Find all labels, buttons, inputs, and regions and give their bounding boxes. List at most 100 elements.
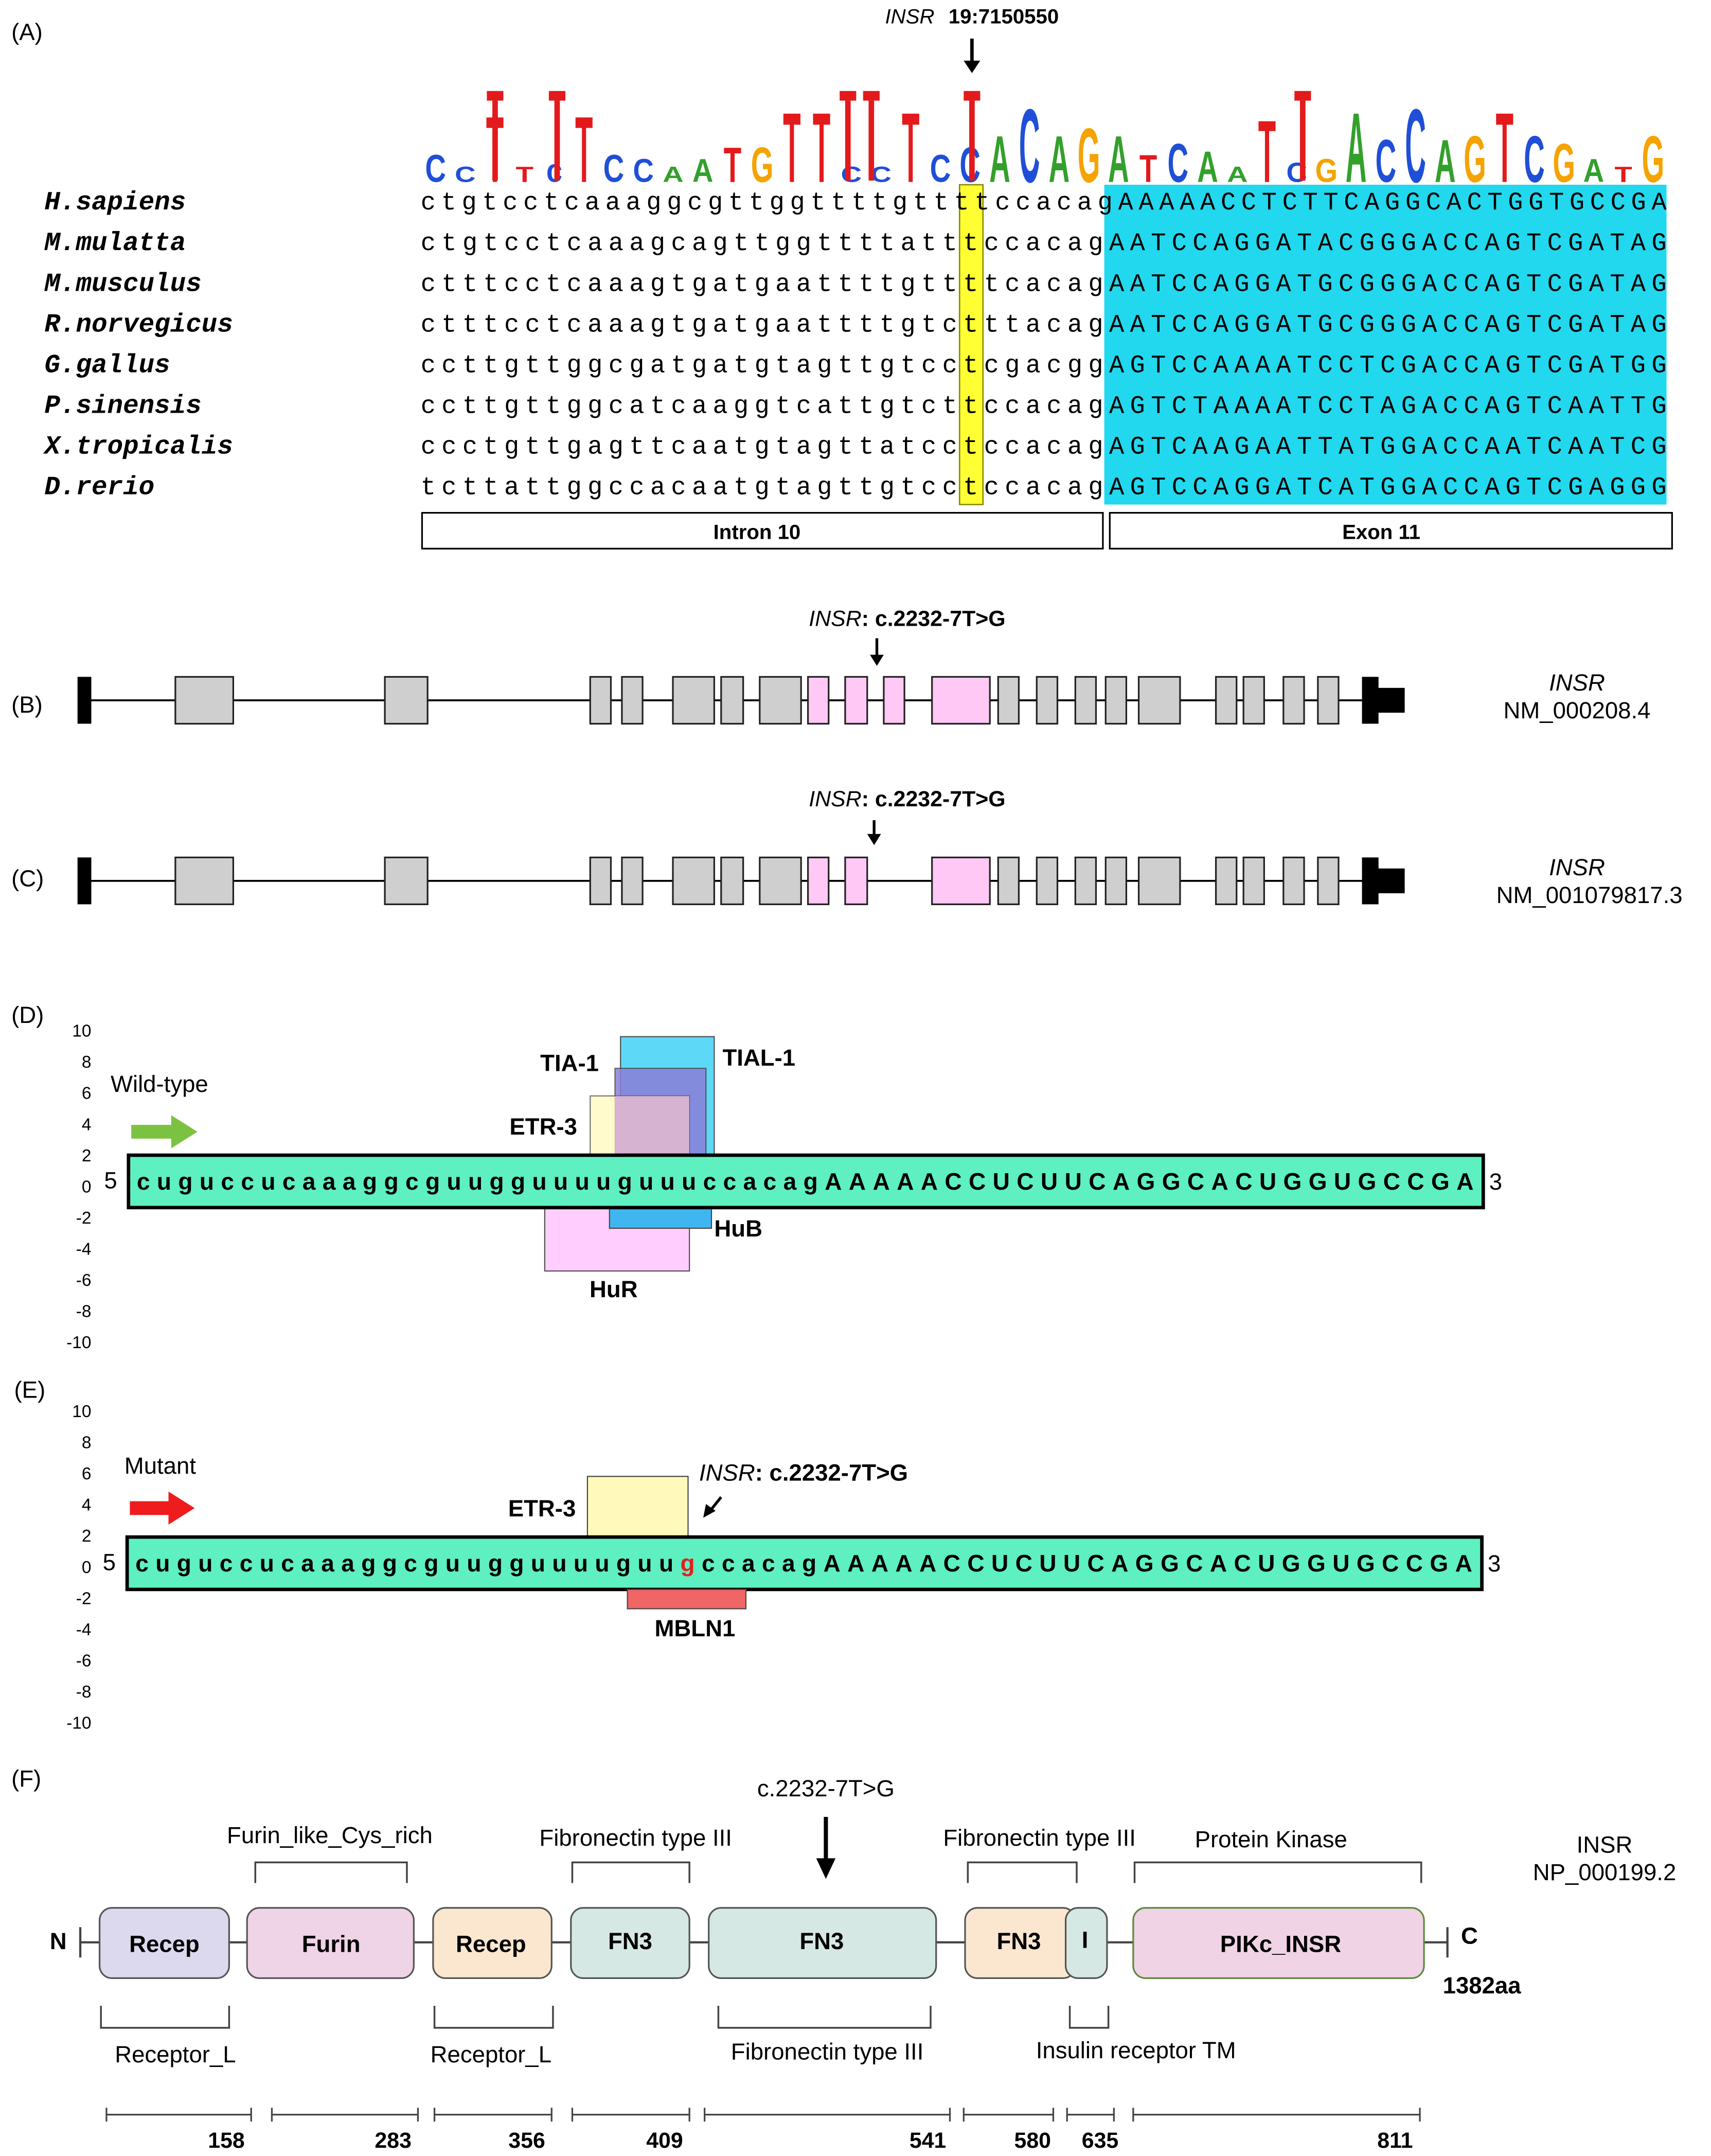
logo-letter: T [813,93,830,204]
exon-block [844,856,868,906]
logo-letter: T [516,162,533,187]
exon-block [1317,676,1340,725]
domain-label-recep-2: Recep [456,1931,526,1957]
variant-arrow-b [870,638,884,666]
domain-label-kinase: PIKc_INSR [1220,1931,1341,1957]
gene-structure-nm-000208 [77,676,1405,725]
logo-letter: A [1049,122,1070,197]
logo-letter: c [546,152,562,189]
logo-letter: C [425,148,446,191]
logo-letter: G [1464,122,1486,197]
logo-letter: C [1376,127,1397,195]
logo-letter: A [1227,162,1248,187]
position-scale [105,2108,1421,2122]
seq-3-end-d: 3 [1489,1169,1502,1195]
logo-letter: C [841,162,862,187]
intron-exon-labels: Intron 10 Exon 11 [421,511,1673,550]
logo-letter: G [1078,113,1100,199]
y-tick-label: -4 [76,1620,92,1639]
domain-label-fn3-2: FN3 [799,1928,844,1954]
domain-label-furin: Furin [302,1931,361,1957]
y-tick-label: -2 [76,1589,92,1608]
hub-label: HuB [714,1215,762,1242]
logo-letter: A [663,162,684,187]
exon-block [1104,676,1128,725]
exon-block [174,856,235,906]
species-name: H.sapiens [44,188,186,218]
utr5 [77,677,92,724]
panel-d-label: (D) [11,1002,44,1028]
utr3-cap [1362,677,1379,724]
domain-kinase [1132,1907,1425,1980]
top-label-fn3-2: Fibronectin type III [943,1825,1136,1851]
sequence-box-mut [125,1535,1484,1592]
logo-letter: C [930,148,951,191]
logo-cap-stem [492,100,498,181]
exon-block [1282,856,1305,906]
y-tick-label: 2 [82,1146,92,1165]
y-tick-label: 0 [82,1558,92,1577]
variant-arrow-e [703,1496,722,1518]
panel-f-label: (F) [11,1765,41,1792]
etr3-label-e: ETR-3 [508,1495,576,1522]
bottom-label-receptor-l-1: Receptor_L [115,2041,236,2067]
logo-letter: A [1108,122,1129,197]
logo-cap-marker [1294,91,1311,101]
logo-letter: T [902,93,919,204]
logo-letter: C [1167,133,1188,194]
protein-name: INSR [1577,1832,1633,1858]
exon-block [1137,856,1181,906]
logo-cap-marker [840,91,857,101]
exon-block [807,856,830,906]
logo-cap-marker [863,91,880,101]
pos-541: 541 [910,2128,947,2153]
logo-letter: A [989,122,1010,197]
species-name: D.rerio [44,473,154,502]
exon-block [844,676,868,725]
logo-cap-marker [548,91,566,101]
pos-580: 580 [1014,2128,1051,2153]
exon-block [1317,856,1340,906]
top-label-fn3-1: Fibronectin type III [539,1825,732,1851]
seq-5-end-d: 5 [104,1167,117,1193]
logo-letter: T [783,93,800,204]
logo-letter: A [692,152,714,189]
logo-letter: A [1583,152,1605,189]
exon-block [621,676,644,725]
exon-block [997,856,1020,906]
y-tick-label: 8 [82,1053,92,1072]
y-tick-label: 4 [82,1496,92,1515]
y-tick-label: -10 [66,1714,91,1733]
logo-letter: G [1642,122,1665,197]
exon-block [672,676,716,725]
top-domain-brackets [254,1861,1422,1883]
domain-tm [1064,1907,1108,1980]
exon-block [384,856,429,906]
domain-label-recep-1: Recep [129,1931,200,1957]
mutant-label: Mutant [124,1453,197,1479]
utr5 [77,857,92,905]
variant-label-c: INSR: c.2232-7T>G [809,787,1005,811]
pos-635: 635 [1082,2128,1119,2153]
domain-label-fn3-3: FN3 [996,1928,1041,1954]
pos-356: 356 [508,2128,545,2153]
exon-block [997,676,1020,725]
etr3-overlap-d [615,1095,690,1162]
variant-arrow-c [867,820,881,845]
logo-cap-stem [1299,100,1306,181]
logo-letter: C [1524,122,1545,197]
pos-283: 283 [375,2128,412,2153]
domain-furin [246,1907,415,1980]
y-tick-label: 10 [72,1402,91,1421]
exon-block [384,676,429,725]
exon-block [1104,856,1128,906]
logo-letter: T [724,137,741,192]
bottom-domain-brackets [100,2005,1110,2029]
exon-block [589,676,612,725]
logo-letter: T [1139,148,1157,191]
exon-block [883,676,905,725]
exon-block [589,856,612,906]
logo-cap-stem [969,100,975,181]
species-name: P.sinensis [44,392,201,421]
